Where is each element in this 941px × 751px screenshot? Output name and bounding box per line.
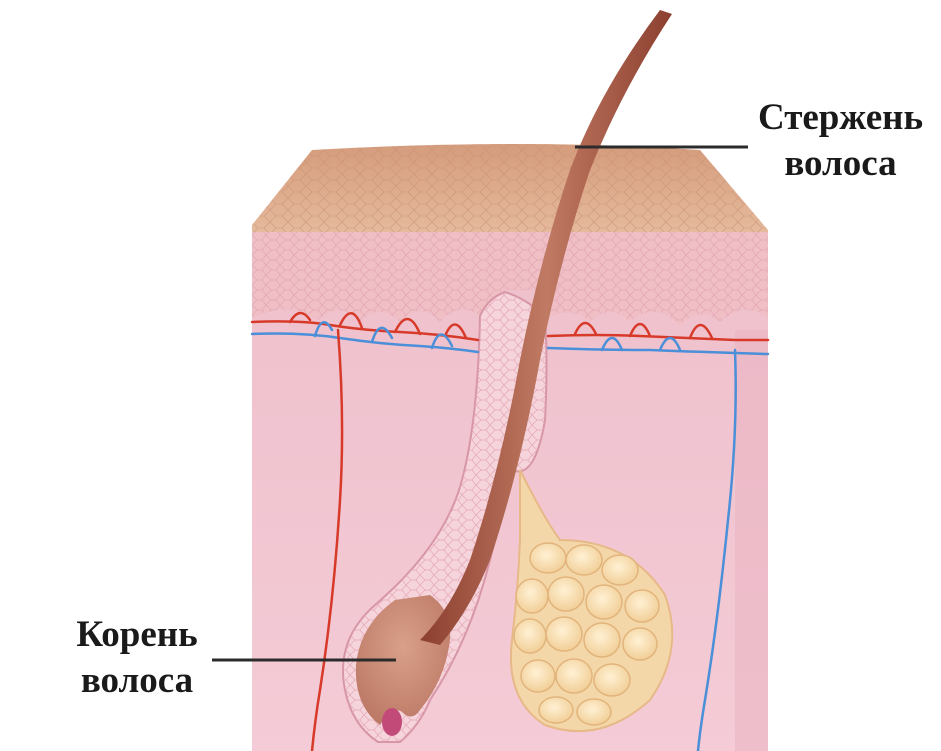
- dermal-papilla: [382, 708, 402, 736]
- dermis-side-shade: [735, 330, 768, 751]
- hair-root-label-line1: Корень: [52, 612, 222, 658]
- hair-root-label-line2: волоса: [52, 658, 222, 704]
- hair-root-label: Корень волоса: [52, 612, 222, 704]
- hair-shaft-label: Стержень волоса: [748, 95, 933, 187]
- hair-shaft-label-line1: Стержень: [748, 95, 933, 141]
- hair-shaft-label-line2: волоса: [748, 141, 933, 187]
